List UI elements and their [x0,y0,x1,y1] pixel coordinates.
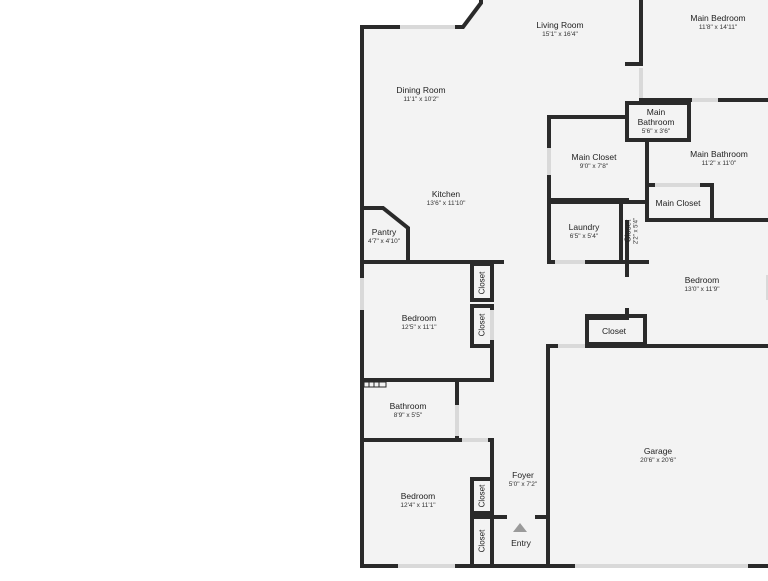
entry-label: Entry [511,538,531,548]
room-living-room: Living Room 15'1" x 16'4" [536,20,584,38]
entry-arrow-icon [513,523,527,532]
room-right-bedroom-closet: Closet [601,326,627,336]
room-main-closet-left: Main Closet 9'0" x 7'8" [571,152,617,170]
room-main-closet-right: Main Closet [655,198,701,208]
room-kitchen: Kitchen 13'6" x 11'10" [426,189,466,207]
room-laundry-closet: Closet 2'2" x 5'4" [623,217,640,245]
room-foyer: Foyer 5'0" x 7'2" [508,470,538,488]
windows [360,25,768,568]
room-bedroom-upper-closet-1: Closet [477,271,487,295]
room-laundry: Laundry 6'5" x 5'4" [568,222,600,240]
room-bedroom-lower-closet-1: Closet [477,484,487,508]
room-dining-room: Dining Room 11'1" x 10'2" [396,85,446,103]
room-bedroom-lower: Bedroom 12'4" x 11'1" [400,491,436,509]
room-pantry: Pantry 4'7" x 4'10" [367,227,401,245]
room-main-bathroom-small: Main Bathroom 5'6" x 3'6" [637,107,675,135]
room-main-bedroom: Main Bedroom 11'8" x 14'11" [690,13,746,31]
room-bedroom-upper-closet-2: Closet [477,313,487,337]
room-bathroom: Bathroom 8'9" x 5'5" [389,401,427,419]
room-bedroom-right: Bedroom 13'0" x 11'9" [684,275,720,293]
room-garage: Garage 20'6" x 20'6" [640,446,676,464]
room-bedroom-upper: Bedroom 12'5" x 11'1" [401,313,437,331]
room-main-bathroom: Main Bathroom 11'2" x 11'0" [690,149,748,167]
room-bedroom-lower-closet-2: Closet [477,529,487,553]
stair-detail [363,381,387,388]
